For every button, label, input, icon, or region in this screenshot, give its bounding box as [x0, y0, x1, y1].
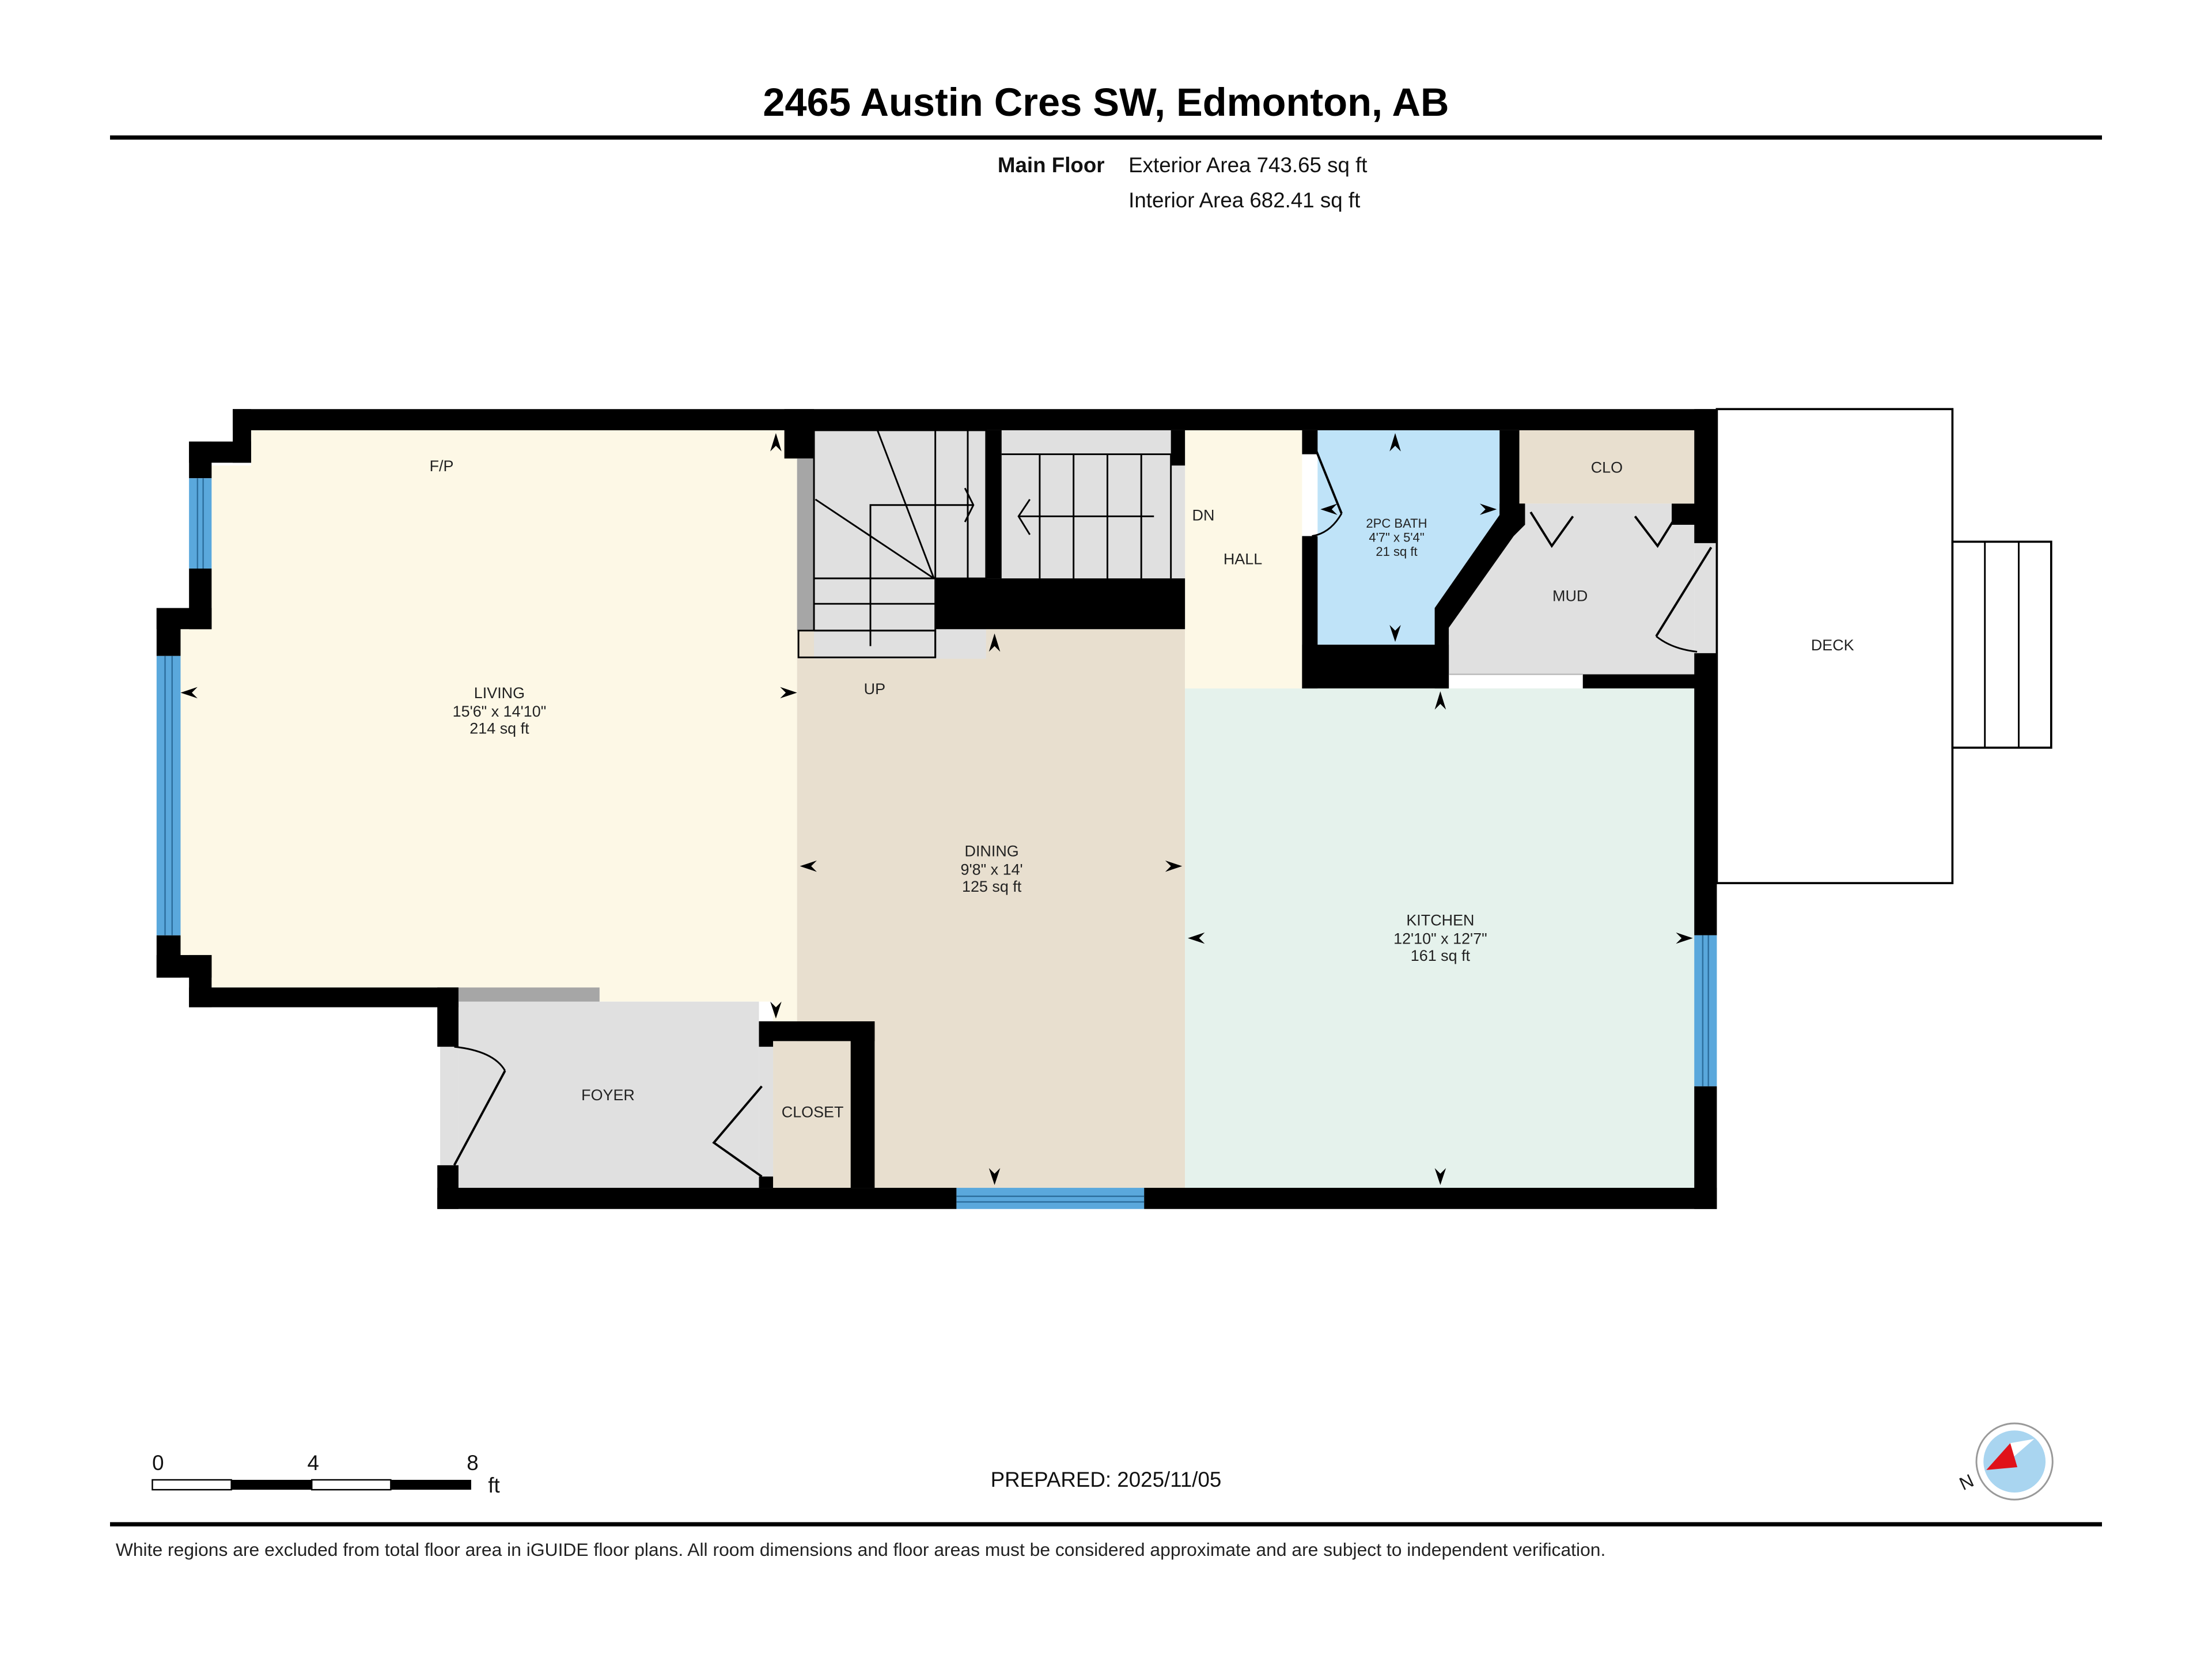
- interior-area: Interior Area 682.41 sq ft: [1128, 188, 1360, 212]
- front-door-opening: [440, 1047, 459, 1165]
- doors: [453, 440, 1713, 1178]
- svg-text:4: 4: [307, 1451, 319, 1475]
- stair-up-label: UP: [864, 680, 885, 698]
- prepared-date: PREPARED: 2025/11/05: [991, 1468, 1222, 1491]
- mud-label: MUD: [1552, 587, 1588, 604]
- svg-text:15'6" x 14'10": 15'6" x 14'10": [453, 703, 547, 720]
- foyer-label: FOYER: [581, 1086, 635, 1104]
- bath-area[interactable]: [1317, 430, 1500, 645]
- scale-bar: 0 4 8 ft: [151, 1451, 500, 1497]
- clo-area[interactable]: [1519, 430, 1695, 504]
- stair-down-label: DN: [1192, 507, 1215, 524]
- front-door[interactable]: [453, 1070, 506, 1166]
- hall-label: HALL: [1224, 551, 1262, 568]
- fireplace-label: F/P: [430, 457, 454, 475]
- svg-text:8: 8: [467, 1451, 478, 1475]
- svg-text:DINING: DINING: [965, 843, 1019, 860]
- exterior-area: Exterior Area 743.65 sq ft: [1128, 153, 1367, 177]
- clo-door-right[interactable]: [1634, 511, 1680, 548]
- kitchen-label: KITCHEN 12'10" x 12'7" 161 sq ft: [1393, 912, 1487, 964]
- footer-divider: [110, 1522, 2102, 1527]
- deck-steps: [1951, 540, 2052, 749]
- compass-north-label: N: [1956, 1470, 1977, 1494]
- svg-text:214 sq ft: 214 sq ft: [469, 719, 529, 737]
- deck-label: DECK: [1811, 637, 1854, 654]
- mud-exterior-door[interactable]: [1655, 547, 1713, 637]
- header-divider: [110, 135, 2102, 140]
- foyer-partition: [458, 987, 600, 1002]
- svg-text:2PC BATH: 2PC BATH: [1366, 516, 1427, 531]
- clo-door-left[interactable]: [1529, 511, 1574, 548]
- closet-door[interactable]: [712, 1085, 763, 1178]
- stair-down: [1001, 453, 1172, 579]
- stair-railing: [797, 458, 815, 631]
- stair-up-arrow: [869, 504, 974, 646]
- svg-text:21 sq ft: 21 sq ft: [1376, 544, 1417, 559]
- living-room-area[interactable]: [180, 430, 797, 1022]
- svg-text:KITCHEN: KITCHEN: [1406, 912, 1474, 929]
- walls: [156, 409, 1717, 1209]
- foyer-area[interactable]: [458, 1001, 759, 1188]
- svg-text:0: 0: [152, 1451, 164, 1475]
- page-title: 2465 Austin Cres SW, Edmonton, AB: [763, 80, 1449, 124]
- svg-text:161 sq ft: 161 sq ft: [1411, 947, 1471, 964]
- stair-up: [797, 429, 987, 658]
- bath-door[interactable]: [1310, 440, 1343, 514]
- windows: [156, 478, 1717, 1209]
- svg-text:125 sq ft: 125 sq ft: [962, 878, 1022, 895]
- floor-label: Main Floor: [998, 153, 1105, 177]
- mud-door-opening: [1694, 543, 1717, 653]
- bath-label: 2PC BATH 4'7" x 5'4" 21 sq ft: [1366, 516, 1427, 559]
- mud-area[interactable]: [1449, 503, 1695, 675]
- svg-text:9'8" x 14': 9'8" x 14': [961, 861, 1023, 878]
- kitchen-area[interactable]: [1185, 688, 1696, 1188]
- closet-label: CLOSET: [782, 1104, 844, 1121]
- compass-icon: N: [1956, 1422, 2054, 1501]
- svg-text:4'7" x 5'4": 4'7" x 5'4": [1369, 530, 1424, 544]
- stair-landing-gap: [1171, 465, 1185, 579]
- dining-label: DINING 9'8" x 14' 125 sq ft: [961, 843, 1023, 895]
- deck[interactable]: DECK: [1715, 408, 2052, 884]
- svg-text:ft: ft: [488, 1474, 499, 1497]
- hall-area[interactable]: [1185, 430, 1302, 689]
- closet-door-opening: [759, 1047, 774, 1177]
- svg-text:LIVING: LIVING: [474, 684, 525, 702]
- clo-label: CLO: [1591, 459, 1623, 476]
- svg-text:12'10" x 12'7": 12'10" x 12'7": [1393, 930, 1487, 947]
- footer-disclaimer: White regions are excluded from total fl…: [116, 1539, 1606, 1560]
- room-fills: [180, 430, 1717, 1188]
- closet-area[interactable]: [773, 1041, 851, 1188]
- living-label: LIVING 15'6" x 14'10" 214 sq ft: [453, 684, 547, 737]
- dimension-arrows: [180, 433, 1693, 1185]
